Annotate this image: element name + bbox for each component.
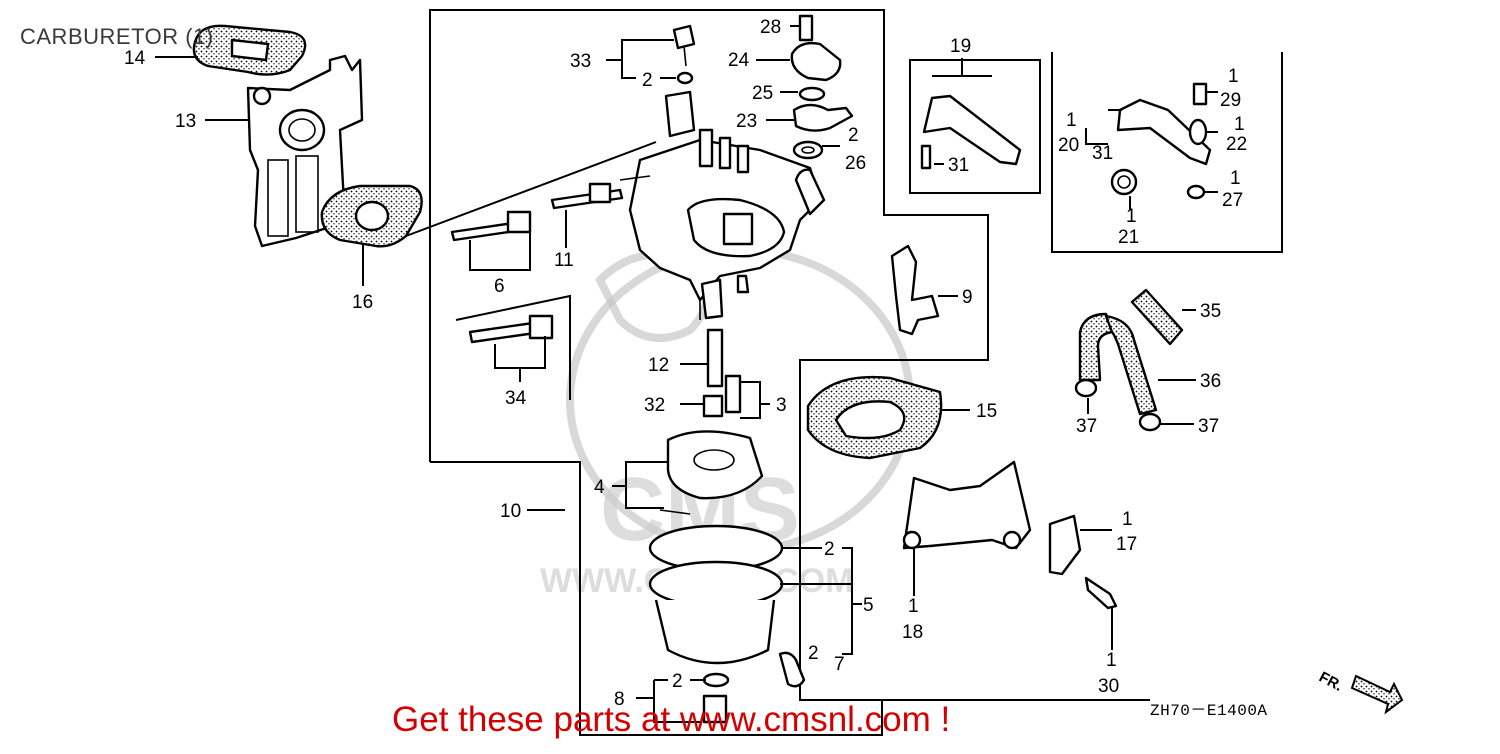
callout-1-c: 1 bbox=[1234, 114, 1245, 135]
callout-37-b: 37 bbox=[1198, 416, 1219, 437]
part-22-collar bbox=[1188, 118, 1208, 146]
callout-6: 6 bbox=[494, 276, 505, 297]
callout-31-b: 31 bbox=[1092, 143, 1113, 164]
callout-35: 35 bbox=[1200, 301, 1221, 322]
callout-27: 27 bbox=[1222, 190, 1243, 211]
part-23-rotor bbox=[792, 103, 854, 132]
part-14-insulator-gasket bbox=[192, 24, 307, 76]
callout-5: 5 bbox=[863, 595, 874, 616]
part-30-bolt bbox=[1084, 576, 1118, 610]
drawing-code: ZH70－E1400A bbox=[1150, 702, 1268, 720]
callout-34: 34 bbox=[505, 388, 527, 409]
part-25-washer bbox=[798, 86, 826, 102]
part-12-main-nozzle bbox=[706, 328, 724, 388]
part-9-fuel-cut-lever bbox=[890, 244, 940, 336]
part-34-screw-set bbox=[468, 314, 554, 344]
part-6-pilot-screw bbox=[450, 210, 532, 242]
forward-arrow-icon: FR. bbox=[1316, 669, 1404, 715]
callout-30: 30 bbox=[1098, 676, 1119, 697]
callout-1-g: 1 bbox=[908, 596, 919, 617]
callout-28: 28 bbox=[760, 17, 781, 38]
part-29-screw bbox=[1192, 82, 1208, 106]
part-35-tube bbox=[1130, 288, 1184, 346]
diagram-title: CARBURETOR (1) bbox=[20, 24, 214, 49]
part-18-fuel-tube-guide bbox=[902, 460, 1032, 550]
part-27-nut bbox=[1186, 184, 1206, 200]
callout-23: 23 bbox=[736, 111, 757, 132]
part-20-choke-arm bbox=[1116, 98, 1212, 166]
callout-8: 8 bbox=[614, 689, 625, 710]
callout-4: 4 bbox=[594, 477, 605, 498]
callout-9: 9 bbox=[962, 287, 973, 308]
callout-22: 22 bbox=[1226, 134, 1247, 155]
callout-24: 24 bbox=[728, 50, 750, 71]
callout-2-b: 2 bbox=[848, 125, 859, 146]
part-16-gasket bbox=[320, 184, 423, 248]
callout-36: 36 bbox=[1200, 371, 1221, 392]
part-4-float bbox=[659, 430, 764, 515]
direction-label: FR. bbox=[1316, 669, 1345, 695]
callout-26: 26 bbox=[845, 153, 866, 174]
part-37-clip-a bbox=[1074, 378, 1098, 398]
callout-10: 10 bbox=[500, 501, 521, 522]
callout-32: 32 bbox=[644, 395, 665, 416]
callout-18: 18 bbox=[902, 622, 923, 643]
group-frames bbox=[389, 9, 1283, 736]
callout-29: 29 bbox=[1220, 90, 1241, 111]
part-24-cover bbox=[790, 41, 842, 82]
part-21-spring bbox=[1110, 168, 1138, 196]
part-5-float-chamber bbox=[648, 524, 806, 724]
callout-13: 13 bbox=[175, 111, 196, 132]
callout-17: 17 bbox=[1116, 534, 1137, 555]
callout-2-c: 2 bbox=[824, 539, 835, 560]
callout-15: 15 bbox=[976, 401, 997, 422]
promo-link[interactable]: Get these parts at www.cmsnl.com ! bbox=[392, 700, 951, 739]
callout-20: 20 bbox=[1058, 135, 1079, 156]
callout-2-d: 2 bbox=[808, 643, 819, 664]
callout-12: 12 bbox=[648, 355, 669, 376]
callout-1-h: 1 bbox=[1106, 650, 1117, 671]
part-19-choke-lever bbox=[920, 94, 1022, 170]
callout-1-a: 1 bbox=[1066, 110, 1077, 131]
part-33-screw bbox=[672, 24, 696, 85]
callout-25: 25 bbox=[752, 83, 773, 104]
callout-21: 21 bbox=[1118, 227, 1139, 248]
callout-2-e: 2 bbox=[672, 671, 683, 692]
callout-7: 7 bbox=[834, 654, 845, 675]
callout-3: 3 bbox=[776, 395, 787, 416]
callout-11: 11 bbox=[554, 250, 574, 271]
callout-2-a: 2 bbox=[642, 70, 653, 91]
callout-1-d: 1 bbox=[1230, 168, 1241, 189]
callout-33: 33 bbox=[570, 51, 591, 72]
part-17-clamp bbox=[1048, 514, 1082, 576]
part-36-fuel-tube bbox=[1078, 312, 1158, 416]
leader-lines bbox=[155, 25, 1218, 723]
callout-labels: 14 13 16 33 2 28 24 25 23 2 26 11 6 34 1… bbox=[124, 17, 1247, 710]
callout-14: 14 bbox=[124, 48, 146, 69]
part-3-float-valve bbox=[724, 374, 742, 414]
callout-1-e: 1 bbox=[1126, 206, 1137, 227]
callout-37-a: 37 bbox=[1076, 416, 1097, 437]
part-26-seal bbox=[792, 140, 824, 160]
part-37-clip-b bbox=[1138, 412, 1162, 432]
part-11-throttle-stop-screw bbox=[550, 182, 624, 210]
part-28-screw bbox=[798, 14, 814, 42]
part-carburetor-body bbox=[619, 90, 826, 320]
callout-31-a: 31 bbox=[948, 155, 969, 176]
part-15-insulator bbox=[806, 376, 943, 460]
callout-1-f: 1 bbox=[1122, 509, 1133, 530]
callout-16: 16 bbox=[352, 292, 373, 313]
part-32-main-jet bbox=[702, 394, 724, 418]
callout-1-b: 1 bbox=[1228, 66, 1239, 87]
callout-19: 19 bbox=[950, 36, 971, 57]
